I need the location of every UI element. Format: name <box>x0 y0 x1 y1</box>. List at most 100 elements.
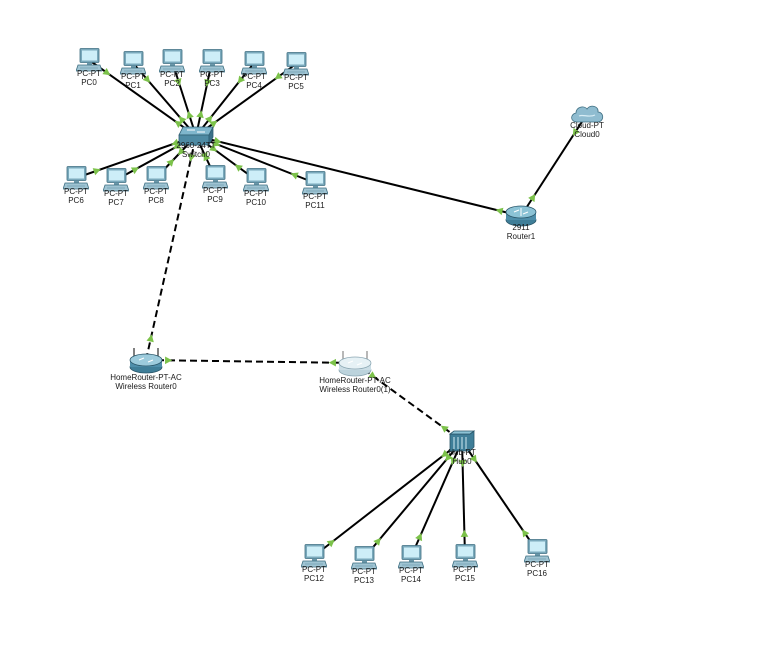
device-name-label: PC5 <box>288 82 304 91</box>
port-indicator <box>213 136 222 145</box>
pc-icon[interactable] <box>302 171 328 195</box>
device-model-label: PC-PT <box>453 565 477 574</box>
device-model-label: PC-PT <box>244 189 268 198</box>
device-model-label: PC-PT <box>352 567 376 576</box>
pc-icon[interactable] <box>143 166 169 190</box>
device-name-label: Switch0 <box>182 150 211 159</box>
port-indicator <box>274 72 283 80</box>
device-name-label: PC14 <box>401 575 422 584</box>
port-indicator <box>237 75 246 84</box>
pc-icon[interactable] <box>351 546 377 570</box>
device-name-label: PC15 <box>455 574 476 583</box>
device-name-label: PC1 <box>125 81 141 90</box>
pc-icon[interactable] <box>202 165 228 189</box>
port-indicator <box>522 529 530 538</box>
devices-layer: PC-PTPC0PC-PTPC1PC-PTPC2PC-PTPC3PC-PTPC4… <box>63 48 604 586</box>
port-indicator <box>204 115 213 124</box>
device-name-label: Wireless Router0(1) <box>319 385 390 394</box>
link-wr0-wr1[interactable] <box>145 359 356 364</box>
pc-icon[interactable] <box>103 168 129 192</box>
device-name-label: PC9 <box>207 195 223 204</box>
device-model-label: PC-PT <box>303 192 327 201</box>
pc-icon[interactable] <box>199 49 225 73</box>
port-indicator <box>146 334 154 343</box>
pc-icon[interactable] <box>243 168 269 192</box>
device-name-label: PC6 <box>68 196 84 205</box>
pc-icon[interactable] <box>120 51 146 75</box>
port-indicator <box>165 356 173 365</box>
device-model-label: Cloud-PT <box>570 121 604 130</box>
pc-icon[interactable] <box>283 52 309 76</box>
link-switch0-pc4[interactable] <box>195 62 255 137</box>
device-name-label: Wireless Router0 <box>115 382 177 391</box>
device-model-label: 2960-24TT <box>176 141 215 150</box>
device-model-label: PC-PT <box>242 72 266 81</box>
link-wr0-switch0[interactable] <box>145 135 197 361</box>
port-indicator <box>204 78 212 87</box>
device-model-label: PC-PT <box>160 70 184 79</box>
port-indicator <box>173 141 182 149</box>
port-indicator <box>469 454 477 463</box>
link-hub0-pc12[interactable] <box>313 440 463 557</box>
port-indicator <box>166 159 175 167</box>
port-indicator <box>186 111 194 119</box>
device-model-label: PC-PT <box>104 189 128 198</box>
device-model-label: HomeRouter-PT-AC <box>319 376 391 385</box>
port-indicator <box>130 167 139 175</box>
pc-icon[interactable] <box>524 539 550 563</box>
device-name-label: PC3 <box>204 79 220 88</box>
link-switch0-pc1[interactable] <box>132 62 197 137</box>
device-model-label: PC-PT <box>121 72 145 81</box>
pc-icon[interactable] <box>398 545 424 569</box>
pc-icon[interactable] <box>76 48 102 72</box>
link-switch0-pc3[interactable] <box>195 60 213 137</box>
cloud-icon[interactable] <box>571 105 604 123</box>
device-name-label: PC13 <box>354 576 375 585</box>
link-switch0-router1[interactable] <box>195 135 522 217</box>
pc-icon[interactable] <box>301 544 327 568</box>
device-model-label: PC-PT <box>203 186 227 195</box>
link-switch0-pc2[interactable] <box>171 60 197 137</box>
port-indicator <box>290 172 299 180</box>
port-indicator <box>196 110 204 119</box>
device-model-label: PC-PT <box>302 565 326 574</box>
wrouter-light-icon[interactable] <box>338 350 372 377</box>
pc-icon[interactable] <box>241 51 267 75</box>
pc-icon[interactable] <box>452 544 478 568</box>
port-indicator <box>450 456 458 465</box>
port-indicator <box>445 453 453 462</box>
device-model-label: PC-PT <box>64 187 88 196</box>
device-name-label: Hub0 <box>452 457 472 466</box>
pc-icon[interactable] <box>63 166 89 190</box>
port-indicator <box>440 425 449 433</box>
pc-icon[interactable] <box>159 49 185 73</box>
port-indicator <box>178 116 187 124</box>
port-indicator <box>373 537 381 546</box>
wrouter-icon[interactable] <box>129 347 163 374</box>
device-model-label: PC-PT <box>399 566 423 575</box>
